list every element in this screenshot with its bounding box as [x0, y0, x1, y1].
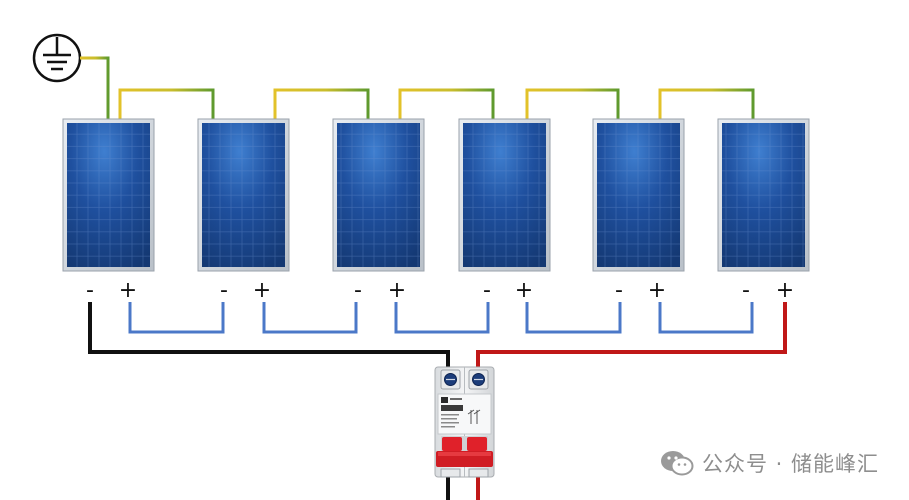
wechat-icon [660, 451, 694, 476]
ground-wires [80, 56, 755, 128]
solar-panel [197, 118, 290, 272]
terminal-labels: - + - + - + - + - + - + [86, 278, 794, 303]
solar-panel [332, 118, 425, 272]
ground-link-4 [525, 88, 620, 124]
series-link [525, 302, 622, 334]
solar-panel [62, 118, 155, 272]
positive-terminal-label: + [119, 278, 137, 303]
series-link [128, 302, 225, 334]
negative-terminal-label: - [86, 278, 94, 303]
positive-terminal-label: + [648, 278, 666, 303]
negative-terminal-label: - [742, 278, 750, 303]
negative-terminal-label: - [483, 278, 491, 303]
positive-terminal-label: + [253, 278, 271, 303]
solar-panel [458, 118, 551, 272]
series-link [658, 302, 754, 334]
series-links [128, 302, 754, 334]
ground-link-1 [118, 88, 215, 124]
solar-panel [717, 118, 810, 272]
series-link [394, 302, 490, 334]
series-link [262, 302, 358, 334]
positive-terminal-label: + [388, 278, 406, 303]
ground-wire [80, 56, 110, 128]
ground-link-3 [398, 88, 495, 124]
positive-terminal-label: + [515, 278, 533, 303]
negative-terminal-label: - [615, 278, 623, 303]
solar-panel [592, 118, 685, 272]
ground-link-2 [273, 88, 370, 124]
watermark-text: 公众号 · 储能峰汇 [701, 452, 879, 476]
negative-terminal-label: - [354, 278, 362, 303]
ground-link-5 [658, 88, 755, 124]
dc-circuit-breaker [434, 366, 495, 478]
negative-terminal-label: - [220, 278, 228, 303]
ground-icon [32, 33, 82, 83]
positive-terminal-label: + [776, 278, 794, 303]
watermark: 公众号 · 储能峰汇 [660, 448, 879, 478]
